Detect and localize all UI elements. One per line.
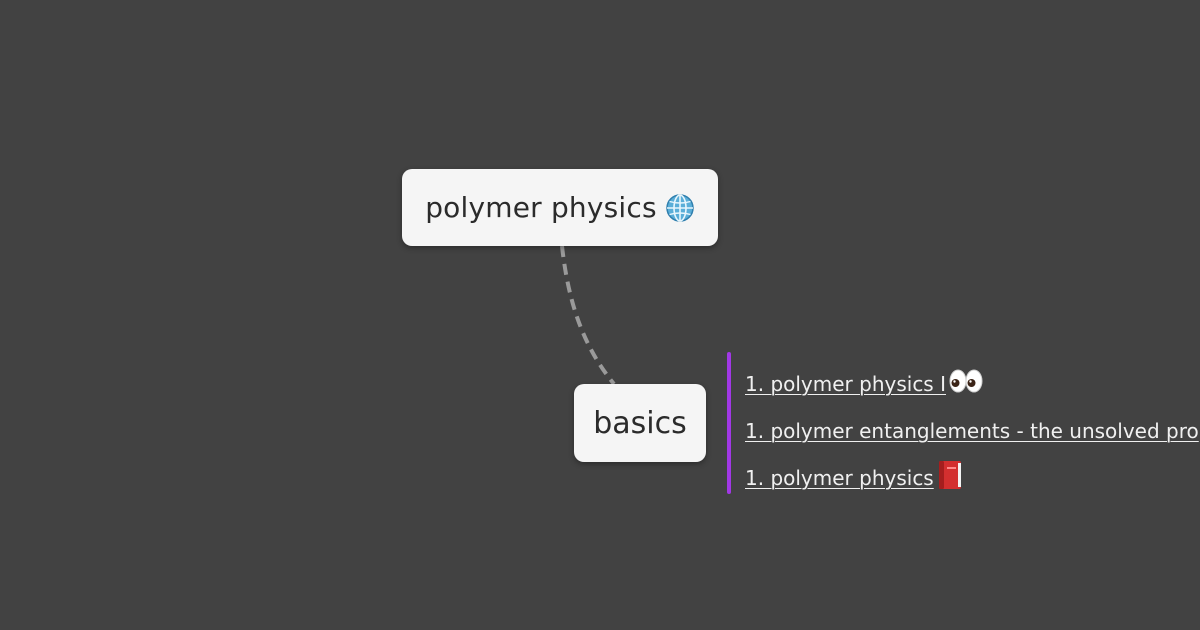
red-book-icon	[936, 459, 964, 496]
eyes-icon	[948, 367, 984, 400]
link-text[interactable]: 1. polymer entanglements - the unsolved …	[745, 418, 1199, 443]
link-list: 1. polymer physics I 1. polymer entangle…	[745, 360, 1200, 501]
link-text[interactable]: 1. polymer physics I	[745, 371, 946, 396]
globe-icon	[665, 193, 695, 223]
root-topic-label: polymer physics	[425, 191, 657, 224]
basics-topic-label: basics	[593, 405, 687, 441]
root-topic-node[interactable]: polymer physics	[402, 169, 718, 246]
link-item[interactable]: 1. polymer entanglements - the unsolved …	[745, 407, 1200, 454]
root-to-basics-connector	[560, 245, 616, 386]
link-group-bracket	[727, 352, 731, 494]
link-item[interactable]: 1. polymer physics	[745, 454, 1200, 501]
basics-topic-node[interactable]: basics	[574, 384, 706, 462]
link-item[interactable]: 1. polymer physics I	[745, 360, 1200, 407]
link-text[interactable]: 1. polymer physics	[745, 465, 934, 490]
